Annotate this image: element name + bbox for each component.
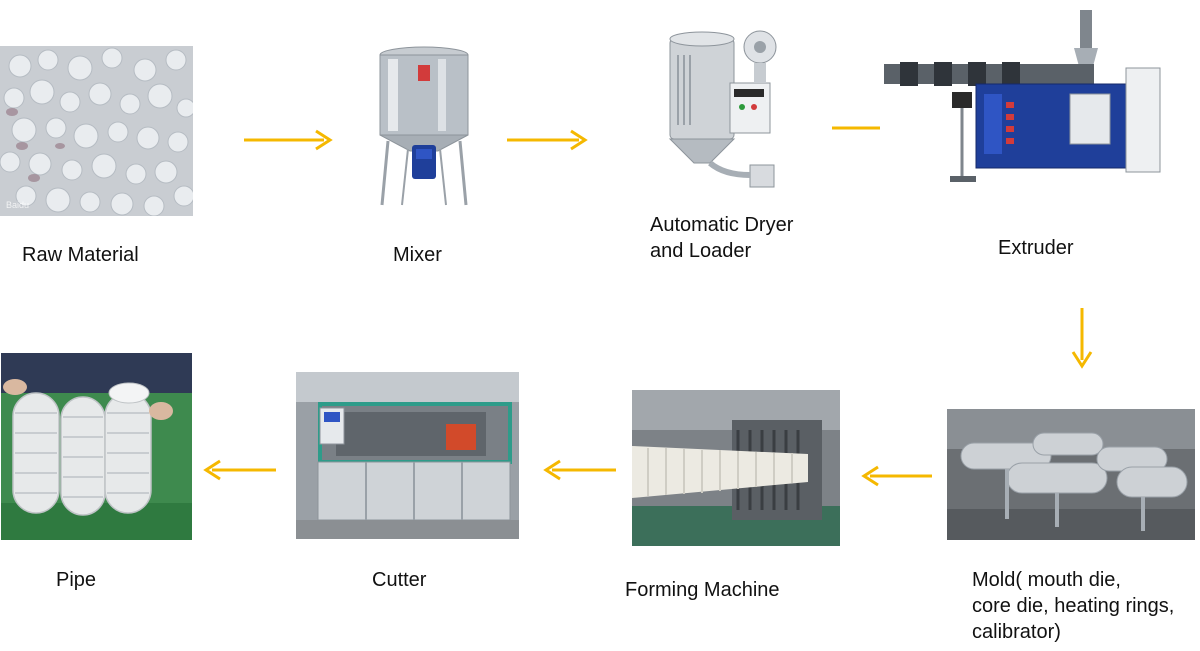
arrow-left-icon [540,458,618,482]
raw-material-photo: Baidu [0,46,193,216]
forming-machine-photo [632,390,840,546]
arrow-left-icon [200,458,278,482]
step-label-raw-material: Raw Material [22,244,139,266]
step-label-pipe: Pipe [56,569,97,591]
arrow-right-icon [242,128,338,152]
step-label-forming-machine: Forming Machine [625,579,780,601]
watermark-text: Baidu [6,200,30,210]
mixer-photo [378,45,470,207]
mold-photo [947,409,1195,540]
step-label-mixer: Mixer [393,244,442,266]
step-label-mold: Mold( mouth die, core die, heating rings… [972,569,1175,643]
extruder-photo [880,8,1168,186]
arrow-left-icon [858,464,934,488]
step-label-extruder: Extruder [998,237,1074,259]
step-label-cutter: Cutter [372,569,427,591]
arrow-down-icon [1070,306,1094,372]
arrow-right-icon [505,128,591,152]
step-label-dryer-loader: Automatic Dryer and Loader [650,214,794,262]
pipe-photo [1,353,192,540]
dryer-loader-photo [664,25,786,193]
cutter-photo [296,372,519,539]
